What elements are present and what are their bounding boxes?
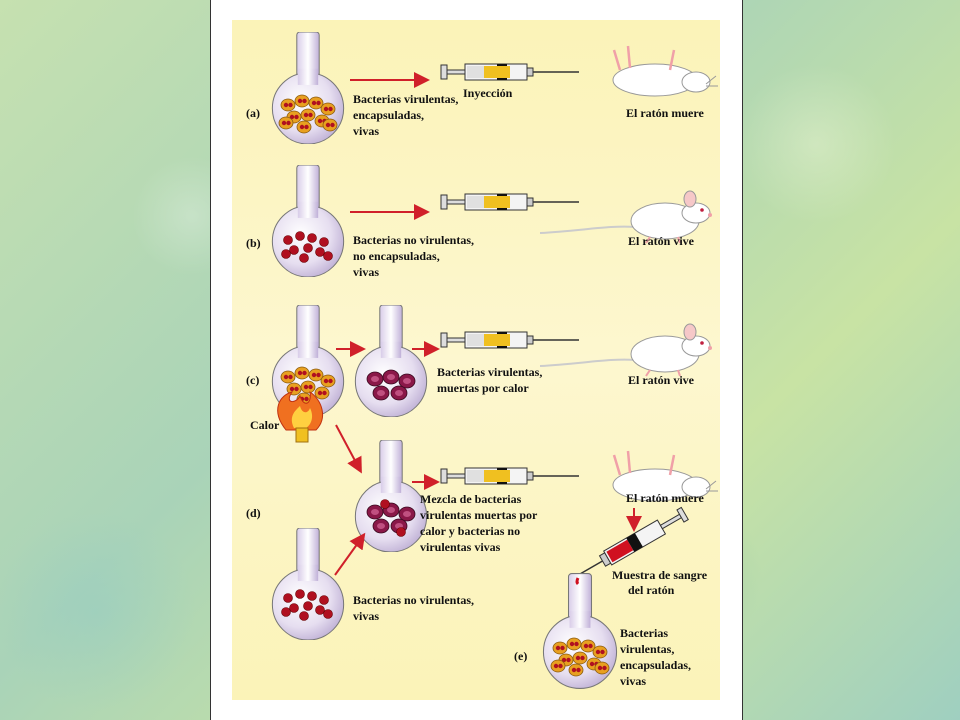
encapsulated-bacterium: [300, 380, 316, 394]
outcome-a: El ratón muere: [626, 106, 704, 120]
dead-bacterium: [372, 518, 390, 534]
mouse-live-c: [540, 323, 713, 377]
encapsulated-bacterium: [320, 102, 336, 116]
encapsulated-bacterium: [550, 659, 566, 673]
live-bacterium: [289, 603, 299, 613]
live-bacterium: [319, 595, 329, 605]
panel-a: (a) Bacterias virulentas, encapsuladas, …: [246, 32, 720, 144]
flame-icon: [277, 390, 324, 443]
flask-d-mix: [354, 440, 428, 552]
encapsulated-bacterium: [308, 96, 324, 110]
blood-sample-label: Muestra de sangre del ratón: [612, 568, 710, 597]
live-bacterium: [319, 237, 329, 247]
dead-bacterium: [372, 385, 390, 401]
panel-e-desc: Bacterias virulentas, encapsuladas, viva…: [620, 626, 694, 688]
encapsulated-bacterium: [552, 641, 568, 655]
encapsulated-bacterium: [580, 639, 596, 653]
panel-c-letter: (c): [246, 373, 259, 387]
panel-c: (c) Calor Bacterias virulentas, muertas …: [246, 305, 713, 443]
outcome-b: El ratón vive: [628, 234, 695, 248]
live-bacterium: [303, 601, 313, 611]
dead-bacterium: [390, 385, 408, 401]
encapsulated-bacterium: [594, 661, 610, 675]
encapsulated-bacterium: [308, 368, 324, 382]
encapsulated-bacterium: [278, 116, 294, 130]
panel-b: (b) Bacterias no virulentas, no encapsul…: [246, 165, 713, 279]
encapsulated-bacterium: [568, 663, 584, 677]
panel-c-desc: Bacterias virulentas, muertas por calor: [437, 365, 545, 395]
live-bacterium: [307, 233, 317, 243]
encapsulated-bacterium: [300, 108, 316, 122]
live-bacterium: [281, 249, 291, 259]
arrow-d-from-nonvirulent: [334, 532, 366, 576]
panel-d-letter: (d): [246, 506, 261, 520]
flask-c-dead: [354, 305, 428, 417]
syringe-d-liquid: [484, 470, 510, 482]
flask-a-cells: [278, 94, 338, 134]
panel-d: (d) Mezcla de bacterias virulentas muert…: [246, 424, 720, 640]
flask-d-nonvirulent: [271, 528, 345, 640]
dead-bacterium: [398, 506, 416, 522]
panel-d-mix-desc: Mezcla de bacterias virulentas muertas p…: [420, 492, 540, 554]
live-bacterium: [283, 235, 293, 245]
blood-drop: [575, 577, 580, 586]
live-bacterium: [315, 247, 325, 257]
encapsulated-bacterium: [280, 98, 296, 112]
live-bacterium: [380, 499, 390, 509]
syringe-blood: [579, 506, 689, 575]
encapsulated-bacterium: [322, 118, 338, 132]
dead-bacterium: [366, 371, 384, 387]
outcome-d: El ratón muere: [626, 491, 704, 505]
live-bacterium: [299, 611, 309, 621]
encapsulated-bacterium: [566, 637, 582, 651]
encapsulated-bacterium: [320, 374, 336, 388]
panel-a-desc: Bacterias virulentas, encapsuladas, viva…: [353, 92, 461, 138]
dead-bacterium: [382, 369, 400, 385]
injection-label: Inyección: [463, 86, 513, 100]
dead-bacterium: [398, 373, 416, 389]
mouse-dead-a: [611, 44, 720, 98]
arrow-d-from-c: [335, 424, 362, 474]
encapsulated-bacterium: [314, 386, 330, 400]
panel-b-desc: Bacterias no virulentas, no encapsuladas…: [353, 233, 477, 279]
live-bacterium: [281, 607, 291, 617]
live-bacterium: [303, 243, 313, 253]
flask-b-cells: [281, 231, 333, 263]
flask-e-cells: [550, 637, 610, 677]
live-bacterium: [307, 591, 317, 601]
live-bacterium: [323, 609, 333, 619]
flask-d-nonvirulent-cells: [281, 589, 333, 621]
live-bacterium: [299, 253, 309, 263]
outcome-c: El ratón vive: [628, 373, 695, 387]
flask-c-dead-cells: [366, 369, 416, 401]
panel-e-letter: (e): [514, 649, 527, 663]
syringe-c-liquid: [484, 334, 510, 346]
live-bacterium: [283, 593, 293, 603]
encapsulated-bacterium: [294, 366, 310, 380]
encapsulated-bacterium: [592, 645, 608, 659]
encapsulated-bacterium: [294, 94, 310, 108]
live-bacterium: [295, 589, 305, 599]
encapsulated-bacterium: [280, 370, 296, 384]
live-bacterium: [396, 527, 406, 537]
heat-label: Calor: [250, 418, 280, 432]
panel-d-flask-desc: Bacterias no virulentas, vivas: [353, 593, 477, 623]
panel-b-letter: (b): [246, 236, 261, 250]
dead-bacterium: [366, 504, 384, 520]
syringe-a-liquid: [484, 66, 510, 78]
live-bacterium: [289, 245, 299, 255]
flask-d-mix-cells: [366, 499, 416, 537]
live-bacterium: [295, 231, 305, 241]
syringe-b-liquid: [484, 196, 510, 208]
panel-e: (e) Bacterias virulentas, encapsuladas, …: [514, 573, 694, 689]
live-bacterium: [315, 605, 325, 615]
panel-a-letter: (a): [246, 106, 260, 120]
encapsulated-bacterium: [572, 651, 588, 665]
encapsulated-bacterium: [296, 120, 312, 134]
live-bacterium: [323, 251, 333, 261]
